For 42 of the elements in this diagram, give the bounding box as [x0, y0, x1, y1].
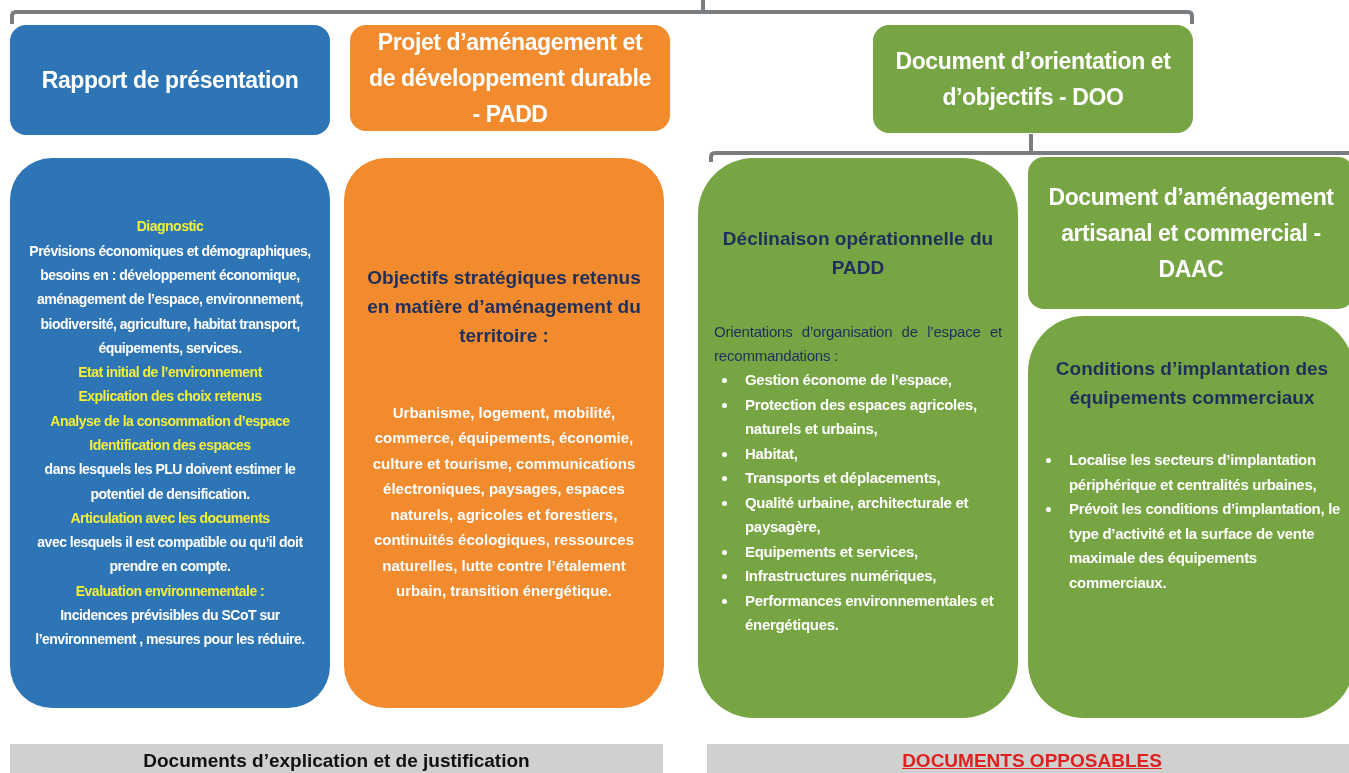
- footer-bar: [10, 744, 663, 773]
- section-heading: Articulation avec les documents: [69, 508, 271, 528]
- bullet-item: Prévoit les conditions d’implantation, le type d’activité et la surface de vente maximale des équipements commerciaux.: [1069, 499, 1342, 593]
- section-heading: Etat initial de l’environnement: [77, 363, 264, 383]
- rounded-box: [350, 25, 670, 131]
- box-heading: Déclinaison opérationnelle du PADD: [721, 227, 995, 280]
- rounded-box: [10, 25, 330, 135]
- box-heading: Document d’aménagement artisanal et commercial - DAAC: [1047, 183, 1335, 284]
- bullet-item: Habitat,: [745, 443, 798, 464]
- rounded-box: [344, 158, 664, 708]
- bullet-item: Infrastructures numériques,: [745, 566, 937, 586]
- rounded-box: [10, 158, 330, 708]
- bullet-item: Qualité urbaine, architecturale et paysagère,: [745, 492, 970, 537]
- section-heading: Analyse de la consommation d’espace: [49, 411, 291, 431]
- box-heading: Rapport de présentation: [40, 66, 300, 95]
- section-heading: Diagnostic: [135, 217, 205, 237]
- section-heading: Explication des choix retenus: [77, 387, 263, 407]
- bullet-item: Protection des espaces agricoles, naturels et urbains,: [745, 394, 978, 439]
- box-heading: Projet d’aménagement et de développement durable - PADD: [368, 28, 652, 129]
- box-text: Urbanisme, logement, mobilité, commerce, équipements, économie, culture et tourisme, communications électroniques, paysages, espaces naturels, agricoles et forestiers, continuités écologiques, ressources naturelles, lutte contre l’étalement urbain, transition énergétique.: [371, 402, 637, 601]
- footer-bar: [707, 744, 1349, 773]
- bullet-item: Localise les secteurs d’implantation périphérique et centralités urbaines,: [1069, 450, 1318, 495]
- section-heading: Evaluation environnementale :: [74, 581, 266, 601]
- box-heading: Conditions d’implantation des équipements commerciaux: [1054, 357, 1330, 410]
- section-text: dans lesquels les PLU doivent estimer le potentiel de densification.: [43, 460, 297, 504]
- bullet-item: Transports et déplacements,: [745, 468, 941, 488]
- footer-label: DOCUMENTS OPPOSABLES: [901, 749, 1163, 773]
- bullet-item: Gestion économe de l’espace,: [745, 370, 952, 390]
- rounded-box: [1028, 157, 1349, 309]
- bullet-item: Equipements et services,: [745, 541, 918, 562]
- section-heading: Identification des espaces: [88, 436, 252, 455]
- section-text: Incidences prévisibles du SCoT sur l’environnement , mesures pour les réduire.: [34, 606, 306, 650]
- section-text: avec lesquels il est compatible ou qu’il doit prendre en compte.: [36, 533, 304, 577]
- bullet-item: Performances environnementales et énergétiques.: [745, 590, 995, 635]
- box-heading: Document d’orientation et d’objectifs - DOO: [894, 47, 1172, 112]
- footer-label: Documents d’explication et de justification: [142, 749, 531, 773]
- intro-text: Orientations d’organisation de l’espace et recommandations :: [714, 322, 1002, 366]
- rounded-box: [698, 158, 1018, 718]
- section-text: Prévisions économiques et démographiques, besoins en : développement économique, aménagement de l’espace, environnement, biodiversité, agriculture, habitat transport, équipements, services.: [28, 241, 312, 358]
- rounded-box: [873, 25, 1193, 133]
- box-heading: Objectifs stratégiques retenus en matière d’aménagement du territoire :: [366, 265, 642, 348]
- rounded-box: [1028, 316, 1349, 718]
